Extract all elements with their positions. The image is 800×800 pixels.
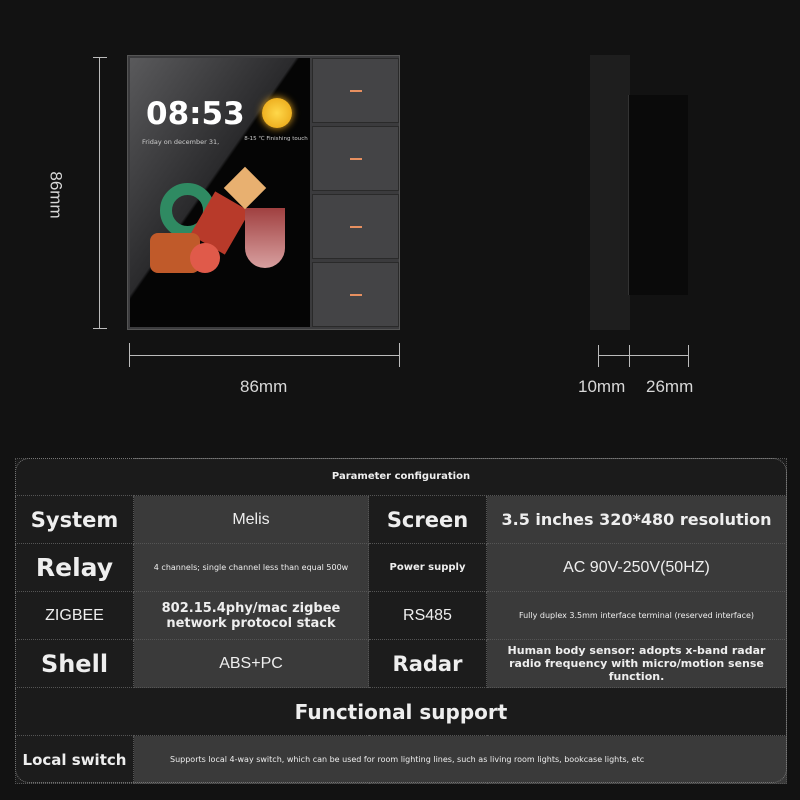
switch-button-2[interactable] (312, 126, 399, 191)
weather-text: 8-15 ℃ Finishing touch (244, 136, 308, 142)
clock-time: 08:53 (146, 96, 245, 132)
spec-value: AC 90V-250V(50HZ) (486, 543, 787, 592)
spec-key: Screen (368, 495, 487, 544)
tick (93, 57, 107, 58)
spec-value: Melis (133, 495, 369, 544)
table-row: Relay 4 channels; single channel less th… (15, 543, 787, 592)
indicator-led (350, 294, 362, 296)
spec-value: ABS+PC (133, 639, 369, 688)
height-label: 86mm (46, 171, 66, 219)
indicator-led (350, 158, 362, 160)
spec-key: ZIGBEE (15, 591, 134, 640)
tick (688, 345, 689, 367)
indicator-led (350, 226, 362, 228)
spec-value: Human body sensor: adopts x-band radar r… (486, 639, 787, 688)
tick (598, 345, 599, 367)
table-row: Local switch Supports local 4-way switch… (15, 735, 787, 784)
spec-value: 4 channels; single channel less than equ… (133, 543, 369, 592)
functional-support-heading: Functional support (15, 687, 787, 736)
spec-key: System (15, 495, 134, 544)
touch-screen: 08:53 Friday on december 31, 8-15 ℃ Fini… (130, 58, 310, 327)
depth-dimension-line (598, 355, 688, 356)
spec-value: Supports local 4-way switch, which can b… (133, 735, 787, 784)
tick (129, 343, 130, 367)
tick (629, 345, 630, 367)
table-row: ZIGBEE 802.15.4phy/mac zigbee network pr… (15, 591, 787, 640)
clock-date: Friday on december 31, (142, 138, 220, 146)
switch-panel-side (590, 55, 630, 330)
artwork (150, 166, 290, 283)
spec-key: Local switch (15, 735, 134, 784)
table-header: Parameter configuration (15, 458, 787, 496)
spec-value: 3.5 inches 320*480 resolution (486, 495, 787, 544)
height-dimension-line (99, 57, 100, 329)
spec-key: RS485 (368, 591, 487, 640)
depth-back-label: 26mm (646, 377, 694, 396)
spec-key: Radar (368, 639, 487, 688)
table-row: Shell ABS+PC Radar Human body sensor: ad… (15, 639, 787, 688)
spec-value: 802.15.4phy/mac zigbee network protocol … (133, 591, 369, 640)
switch-button-1[interactable] (312, 58, 399, 123)
switch-button-4[interactable] (312, 262, 399, 327)
indicator-led (350, 90, 362, 92)
spec-key: Relay (15, 543, 134, 592)
spec-table: Parameter configuration System Melis Scr… (15, 458, 787, 784)
switch-back-box (628, 95, 688, 295)
tick (399, 343, 400, 367)
switch-panel-front: 08:53 Friday on december 31, 8-15 ℃ Fini… (127, 55, 400, 330)
spec-key: Power supply (368, 543, 487, 592)
switch-button-3[interactable] (312, 194, 399, 259)
spec-value: Fully duplex 3.5mm interface terminal (r… (486, 591, 787, 640)
tick (93, 328, 107, 329)
width-label: 86mm (240, 377, 288, 396)
table-row: System Melis Screen 3.5 inches 320*480 r… (15, 495, 787, 544)
width-dimension-line (129, 355, 399, 356)
depth-front-label: 10mm (578, 377, 626, 396)
spec-key: Shell (15, 639, 134, 688)
sun-icon (262, 98, 292, 128)
